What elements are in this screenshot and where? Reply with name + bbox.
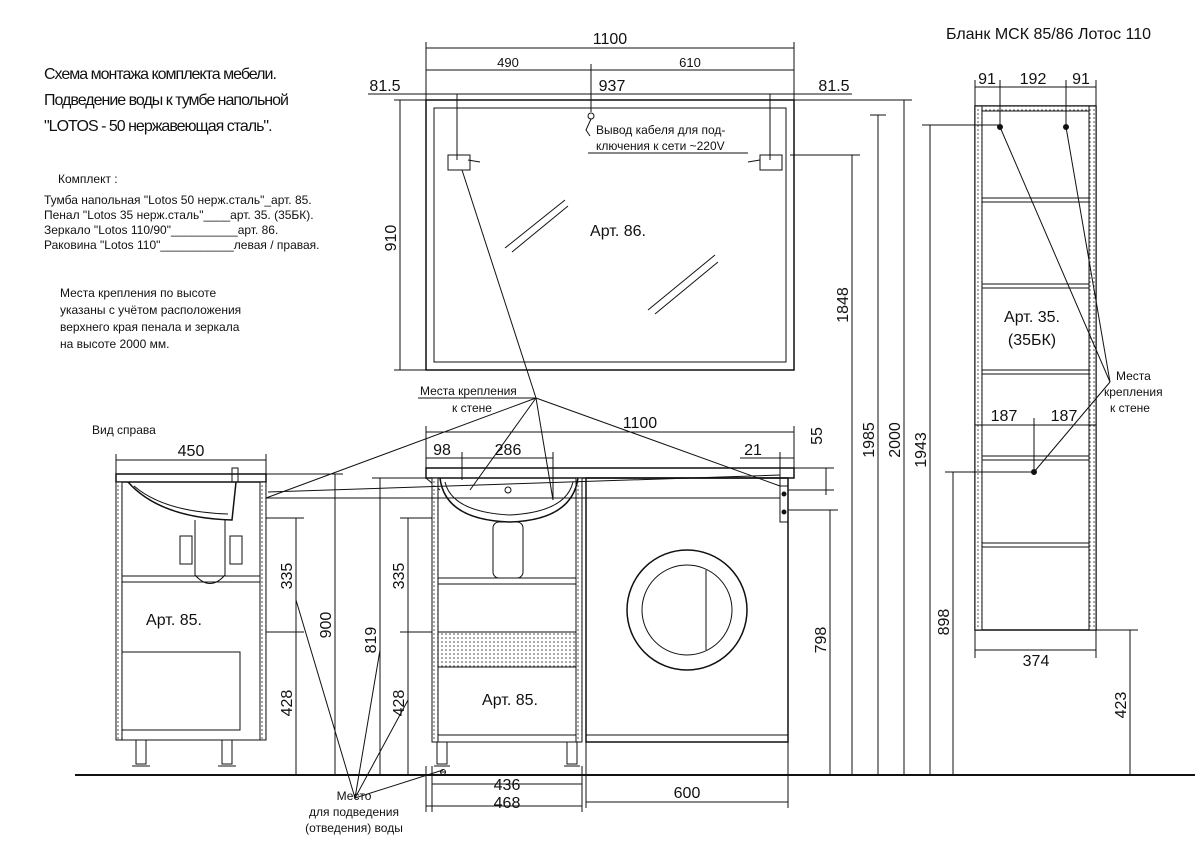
dim-bottom-436: 436 bbox=[494, 777, 521, 794]
label-cable-line1: Вывод кабеля для под- bbox=[596, 123, 725, 137]
scheme-title-line: Подведение воды к тумбе напольной bbox=[44, 92, 289, 109]
mounting-note: Места крепления по высоте указаны с учёт… bbox=[60, 285, 241, 353]
dim-h-898: 898 bbox=[936, 609, 953, 636]
dim-side-335: 335 bbox=[279, 563, 296, 590]
dim-mirror-left: 490 bbox=[497, 55, 519, 70]
kit-title: Комплект : bbox=[58, 172, 118, 186]
dim-mirror-offset-left: 81.5 bbox=[369, 78, 400, 95]
scheme-title-line: "LOTOS - 50 нержавеющая сталь". bbox=[44, 118, 273, 135]
dim-front-335: 335 bbox=[391, 563, 408, 590]
kit-item: Пенал "Lotos 35 нерж.сталь"____арт. 35. … bbox=[44, 208, 314, 222]
dim-pencil-91-left: 91 bbox=[978, 71, 996, 88]
dim-pencil-187-left: 187 bbox=[991, 408, 1018, 425]
dim-h-1848: 1848 bbox=[835, 287, 852, 323]
scheme-title-line: Схема монтажа комплекта мебели. bbox=[44, 66, 277, 83]
label-art85-front: Арт. 85. bbox=[482, 692, 538, 709]
dim-side-900: 900 bbox=[318, 612, 335, 639]
kit-item: Зеркало "Lotos 110/90"__________арт. 86. bbox=[44, 223, 279, 237]
label-water-line1: Место bbox=[337, 789, 372, 803]
label-art35-line2: (35БК) bbox=[1008, 332, 1056, 349]
front-vanity bbox=[425, 467, 795, 767]
dim-pencil-width: 374 bbox=[1023, 653, 1050, 670]
dim-mirror-width: 1100 bbox=[593, 31, 628, 48]
dim-mirror-height: 910 bbox=[383, 225, 400, 252]
dim-front-819: 819 bbox=[363, 627, 380, 654]
dim-top-21: 21 bbox=[744, 442, 762, 459]
dim-bottom-600: 600 bbox=[674, 785, 701, 802]
label-art35-line1: Арт. 35. bbox=[1004, 309, 1060, 326]
form-title: Бланк МСК 85/86 Лотос 110 bbox=[946, 26, 1152, 43]
mounting-note-line: на высоте 2000 мм. bbox=[60, 337, 170, 351]
dim-side-width: 450 bbox=[178, 443, 205, 460]
mirror bbox=[425, 94, 795, 371]
dim-h-423: 423 bbox=[1113, 692, 1130, 719]
kit-list: Тумба напольная "Lotos 50 нерж.сталь"_ар… bbox=[44, 193, 319, 253]
dim-pencil-187-right: 187 bbox=[1051, 408, 1078, 425]
label-side-view: Вид справа bbox=[92, 423, 156, 437]
dim-top-98: 98 bbox=[433, 442, 451, 459]
label-pencil-mount-line2: крепления bbox=[1104, 385, 1163, 399]
label-wall-mount-line2: к стене bbox=[452, 401, 492, 415]
mounting-note-line: Места крепления по высоте bbox=[60, 286, 217, 300]
dim-front-428: 428 bbox=[391, 690, 408, 717]
side-view bbox=[115, 467, 267, 767]
dim-h-1943: 1943 bbox=[913, 432, 930, 468]
kit-item: Тумба напольная "Lotos 50 нерж.сталь"_ар… bbox=[44, 193, 312, 207]
scheme-title: Схема монтажа комплекта мебели. Подведен… bbox=[44, 62, 289, 140]
dim-h-1985: 1985 bbox=[861, 422, 878, 458]
label-art86: Арт. 86. bbox=[590, 223, 646, 240]
label-cable-line2: ключения к сети ~220V bbox=[596, 139, 725, 153]
dim-side-428: 428 bbox=[279, 690, 296, 717]
mounting-note-line: указаны с учётом расположения bbox=[60, 303, 242, 317]
mounting-note-line: верхнего края пенала и зеркала bbox=[60, 320, 240, 334]
dim-top-55: 55 bbox=[809, 427, 826, 445]
label-wall-mount-line1: Места крепления bbox=[420, 384, 517, 398]
dim-pencil-192: 192 bbox=[1020, 71, 1047, 88]
label-water-line2: для подведения bbox=[309, 805, 399, 819]
label-pencil-mount-line1: Места bbox=[1116, 369, 1151, 383]
dim-bottom-468: 468 bbox=[494, 795, 521, 812]
dim-mirror-inner: 937 bbox=[599, 78, 626, 95]
dim-top-286: 286 bbox=[495, 442, 522, 459]
dim-top-width: 1100 bbox=[623, 415, 658, 432]
dim-front-798: 798 bbox=[813, 627, 830, 654]
kit-item: Раковина "Lotos 110"___________левая / п… bbox=[44, 238, 320, 252]
label-water-line3: (отведения) воды bbox=[305, 821, 403, 835]
pencil-case bbox=[974, 105, 1097, 631]
washing-machine bbox=[585, 477, 789, 743]
dim-mirror-offset-right: 81.5 bbox=[818, 78, 849, 95]
label-art85-side: Арт. 85. bbox=[146, 612, 202, 629]
label-pencil-mount-line3: к стене bbox=[1110, 401, 1150, 415]
dim-mirror-right: 610 bbox=[679, 55, 701, 70]
dim-pencil-91-right: 91 bbox=[1072, 71, 1090, 88]
dim-h-2000: 2000 bbox=[887, 422, 904, 458]
